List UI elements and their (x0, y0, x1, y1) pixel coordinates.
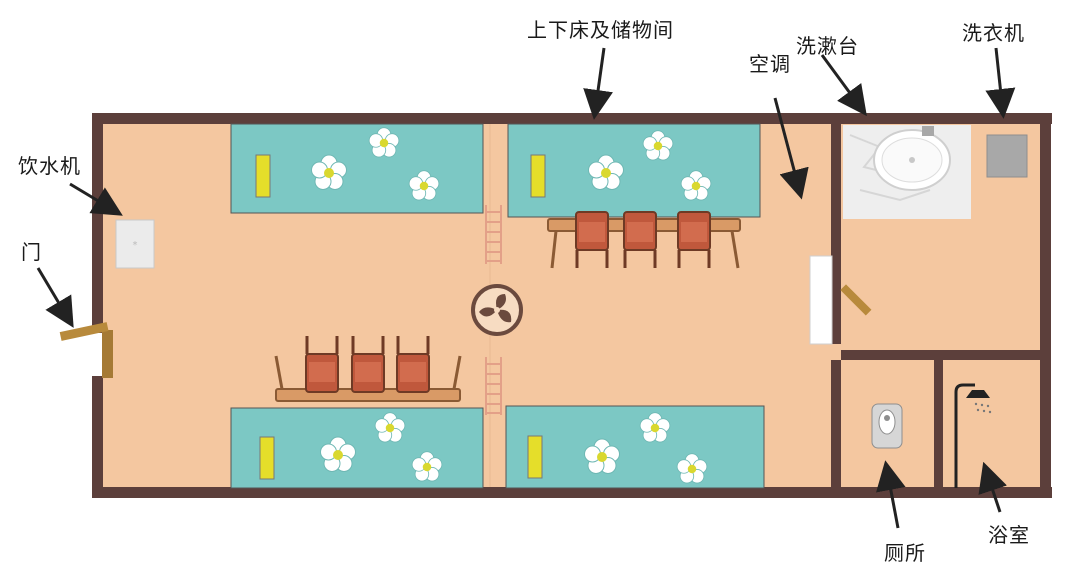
label-door: 门 (21, 240, 42, 264)
air-conditioner (809, 255, 833, 345)
arrow-water-dispenser (69, 182, 123, 216)
bed-top-left (230, 123, 484, 214)
front-door-leaf (59, 322, 109, 341)
ladder-bottom (485, 357, 502, 415)
label-water-dispenser: 饮水机 (18, 154, 81, 178)
arrow-air-conditioner (773, 97, 809, 200)
bed-top-right (507, 123, 761, 218)
arrow-bathroom (978, 461, 1007, 513)
wall-bottom (92, 487, 1052, 498)
wall-right (1040, 113, 1051, 498)
water-dispenser: * (115, 219, 155, 269)
wall-left-lower (92, 376, 103, 498)
wall-top (92, 113, 1052, 124)
arrow-washbasin (820, 54, 867, 117)
shower (954, 383, 992, 488)
label-air-conditioner: 空调 (749, 52, 791, 76)
wall-horizontal (841, 350, 1041, 360)
label-washing-machine: 洗衣机 (962, 21, 1025, 45)
arrow-door (36, 267, 74, 328)
ceiling-fan (471, 284, 523, 336)
bed-bottom-right (505, 405, 765, 489)
bed-bottom-left (230, 407, 484, 489)
svg-text:*: * (133, 240, 138, 251)
washing-machine (986, 134, 1028, 178)
front-door (102, 330, 113, 378)
wall-left-upper (92, 113, 103, 333)
squat-toilet (871, 403, 903, 449)
label-bunk-storage: 上下床及储物间 (527, 18, 674, 42)
desk-bottom (274, 334, 462, 402)
washbasin (843, 125, 971, 219)
label-washbasin: 洗漱台 (796, 34, 859, 58)
wall-toilet-shower (934, 360, 943, 488)
arrow-toilet (876, 460, 906, 529)
arrow-bunk-storage (583, 47, 613, 120)
label-toilet: 厕所 (884, 541, 926, 565)
wall-bath-divider (831, 124, 841, 344)
ladder-top (485, 205, 502, 264)
label-bathroom: 浴室 (988, 523, 1030, 547)
bathroom-door (840, 284, 872, 316)
desk-top (547, 210, 741, 270)
wall-bath-divider-lower (831, 360, 841, 488)
arrow-washing-machine (985, 47, 1016, 119)
